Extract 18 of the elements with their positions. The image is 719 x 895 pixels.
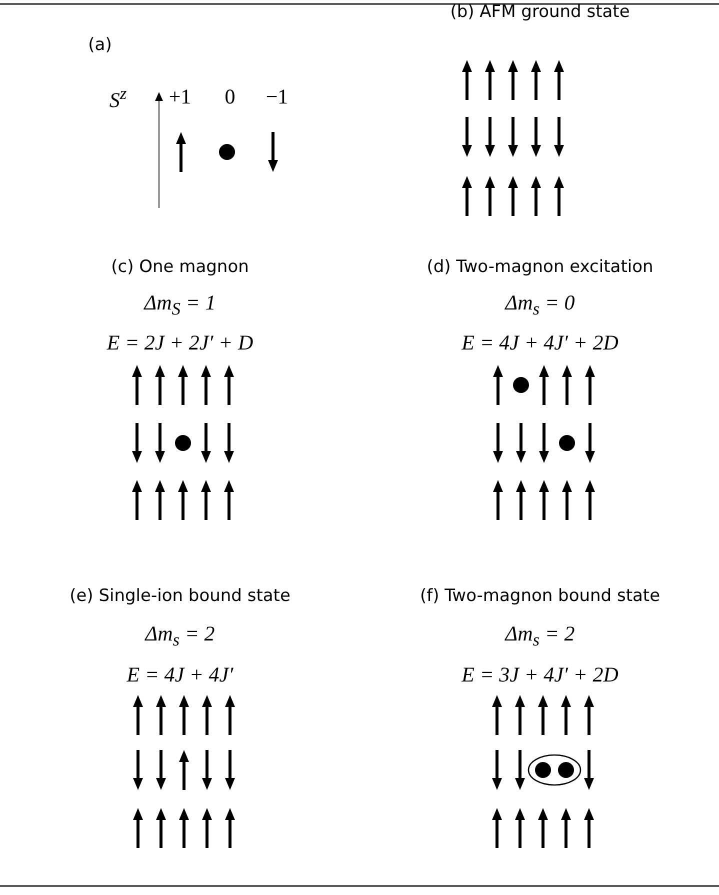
formula: E = 2J + 2J′ + D [106, 330, 254, 356]
tick-label: −1 [266, 84, 288, 110]
panel-title: (f) Two-magnon bound state [420, 586, 660, 606]
formula: E = 3J + 4J′ + 2D [462, 662, 618, 688]
formula: Δm$_{s}$ = 2 [505, 621, 575, 651]
formula: Δm$_{S}$ = 1 [144, 290, 216, 320]
panel-title: (d) Two-magnon excitation [426, 257, 654, 277]
formula: Δm$_{s}$ = 0 [505, 290, 575, 320]
panel-title: (e) Single-ion bound state [70, 586, 290, 606]
panel-label: (a) [88, 35, 112, 55]
panel-title: (c) One magnon [111, 257, 249, 277]
formula: E = 4J + 4J′ + 2D [462, 330, 618, 356]
formula: Δm$_{s}$ = 2 [145, 621, 215, 651]
axis-label: S$^{z}$ [109, 83, 127, 113]
tick-label: +1 [168, 84, 192, 110]
tick-label: 0 [224, 84, 236, 110]
panel-title: (b) AFM ground state [450, 2, 630, 22]
formula: E = 4J + 4J′ [126, 662, 234, 688]
